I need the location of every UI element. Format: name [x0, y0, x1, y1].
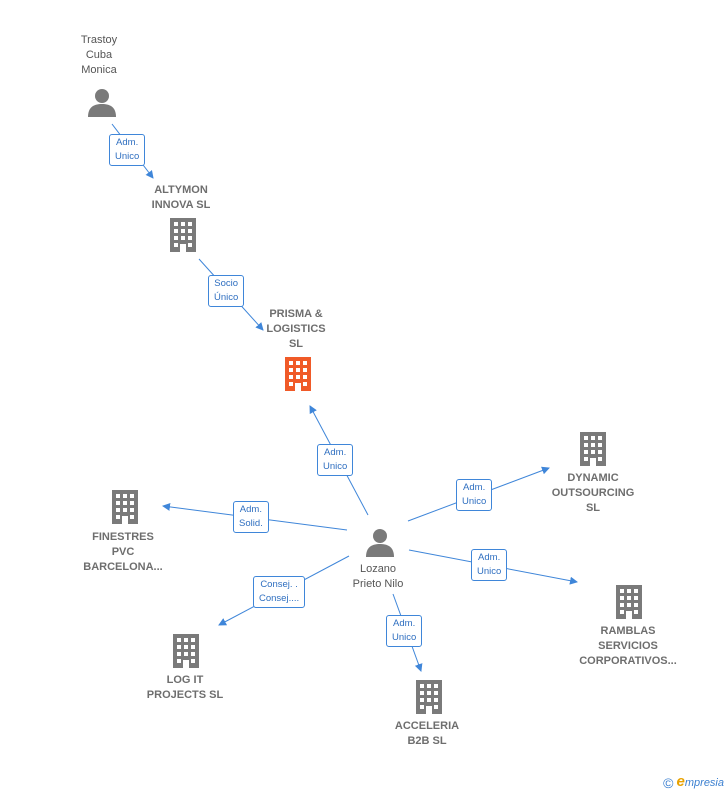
footer-brand: © empresia — [663, 773, 724, 791]
focus-building-icon[interactable] — [281, 357, 315, 391]
node-label-acceleria: ACCELERIA B2B SL — [394, 720, 460, 747]
edge-label-altymon-prisma[interactable]: Socio Único — [208, 275, 245, 307]
building-icon[interactable] — [166, 218, 200, 252]
node-label-prisma: PRISMA & LOGISTICS SL — [266, 308, 326, 350]
edge-label-lozano-acceleria[interactable]: Adm. Unico — [386, 615, 423, 647]
brand-name: mpresia — [684, 776, 724, 789]
node-label-ramblas: RAMBLAS SERVICIOS CORPORATIVOS... — [579, 625, 677, 667]
node-label-logit: LOG IT PROJECTS SL — [146, 674, 224, 701]
building-icon[interactable] — [412, 680, 446, 714]
node-label-altymon: ALTYMON INNOVA SL — [151, 184, 211, 211]
edge-label-lozano-dynamic[interactable]: Adm. Unico — [456, 479, 493, 511]
node-label-lozano: Lozano Prieto Nilo — [352, 563, 404, 590]
building-icon[interactable] — [108, 490, 142, 524]
edge-label-lozano-ramblas[interactable]: Adm. Unico — [471, 549, 508, 581]
edge-label-lozano-finestres[interactable]: Adm. Solid. — [233, 501, 269, 533]
building-icon[interactable] — [576, 432, 610, 466]
node-label-finestres: FINESTRES PVC BARCELONA... — [83, 531, 163, 573]
building-icon[interactable] — [612, 585, 646, 619]
person-icon[interactable] — [364, 527, 396, 559]
node-label-trastoy: Trastoy Cuba Monica — [80, 34, 118, 76]
edge-label-trastoy-altymon[interactable]: Adm. Unico — [109, 134, 146, 166]
copyright-icon: © — [663, 775, 674, 791]
node-label-dynamic: DYNAMIC OUTSOURCING SL — [551, 472, 635, 514]
person-icon[interactable] — [86, 87, 118, 119]
edge-label-lozano-logit[interactable]: Consej. . Consej.... — [253, 576, 306, 608]
edge-label-lozano-prisma[interactable]: Adm. Unico — [317, 444, 354, 476]
building-icon[interactable] — [169, 634, 203, 668]
brand-initial: e — [676, 772, 685, 790]
